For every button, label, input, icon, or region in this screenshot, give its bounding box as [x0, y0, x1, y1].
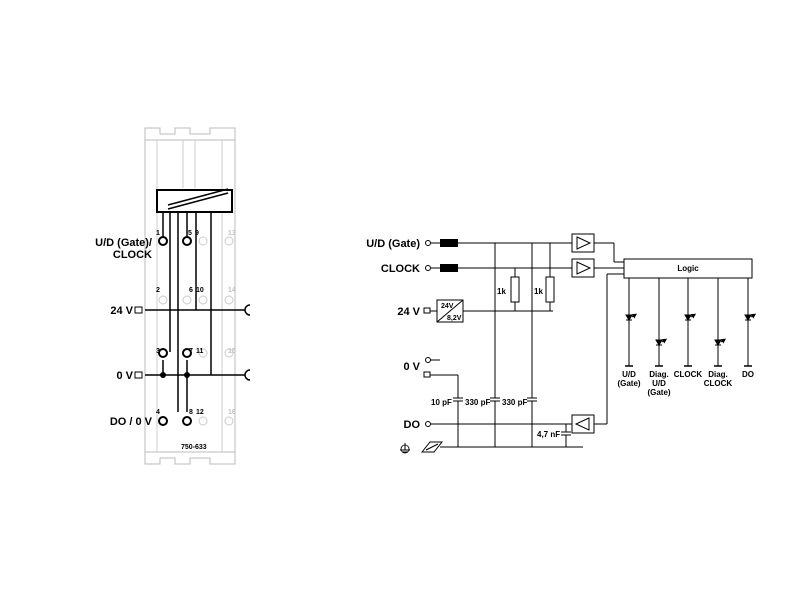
terminal-number-3: 3	[156, 348, 160, 355]
terminal-number-8: 8	[189, 409, 193, 416]
led-diag-ud-label-3: (Gate)	[647, 388, 670, 397]
terminal-1	[158, 236, 168, 246]
terminal-number-10: 10	[196, 287, 204, 294]
sch-label-0v: 0 V	[403, 361, 420, 373]
resistor-2	[545, 276, 555, 303]
logic-label: Logic	[677, 264, 699, 273]
ferrite-bead-ud	[440, 239, 458, 247]
label-ud-gate-clock-1: U/D (Gate)/	[95, 237, 152, 249]
converter-out-label: 8,2V	[447, 315, 462, 322]
label-ud-gate-clock-2: CLOCK	[113, 249, 152, 261]
terminal-5	[182, 236, 192, 246]
terminal-number-7: 7	[189, 348, 193, 355]
terminal-7	[182, 348, 192, 358]
cap-330pf-2: 330 pF	[502, 398, 527, 407]
resistor-1-value: 1k	[497, 287, 506, 296]
terminal-3	[158, 348, 168, 358]
led-do-label: DO	[742, 370, 754, 379]
terminal-number-14: 14	[228, 287, 236, 294]
terminal-number-16: 16	[228, 409, 236, 416]
terminal-8	[182, 416, 192, 426]
terminal-number-15: 15	[228, 348, 236, 355]
led-ud-gate-label-1: U/D	[622, 370, 636, 379]
sch-label-ud-gate: U/D (Gate)	[366, 238, 420, 250]
led-diag-ud-label-1: Diag.	[649, 370, 669, 379]
module-housing	[144, 139, 236, 453]
terminal-number-4: 4	[156, 409, 160, 416]
terminal-number-13: 13	[228, 230, 236, 237]
top-connector-outline	[144, 127, 236, 140]
led-ud-gate-label-2: (Gate)	[617, 379, 640, 388]
resistor-1	[510, 276, 520, 303]
ferrite-bead-clock	[440, 264, 458, 272]
terminal-number-12: 12	[196, 409, 204, 416]
led-diag-clock-label-1: Diag.	[708, 370, 728, 379]
resistor-2-value: 1k	[534, 287, 543, 296]
cap-4-7nf: 4,7 nF	[537, 430, 560, 439]
terminal-number-2: 2	[156, 287, 160, 294]
label-24v: 24 V	[110, 305, 133, 317]
terminal-4	[158, 416, 168, 426]
led-diag-ud-label-2: U/D	[652, 379, 666, 388]
schematic: U/D (Gate) CLOCK 24 V 0 V DO 24V 8,2V 1k	[366, 233, 757, 454]
terminal-number-11: 11	[196, 348, 204, 355]
shield-contact-icon	[420, 441, 444, 453]
cap-330pf-1: 330 pF	[465, 398, 490, 407]
converter-in-label: 24V	[441, 303, 454, 310]
label-0v: 0 V	[116, 370, 133, 382]
part-number: 750-633	[181, 444, 207, 451]
label-do-0v: DO / 0 V	[110, 416, 153, 428]
terminal-number-6: 6	[189, 287, 193, 294]
led-diag-clock-label-2: CLOCK	[704, 379, 733, 388]
terminal-number-5: 5	[188, 230, 192, 237]
led-clock-label: CLOCK	[674, 370, 703, 379]
terminal-number-9: 9	[195, 230, 199, 237]
terminal-number-1: 1	[156, 230, 160, 237]
sch-label-clock: CLOCK	[381, 263, 420, 275]
cap-10pf: 10 pF	[431, 398, 452, 407]
ground-icon	[400, 443, 410, 454]
terminal-module: 1 5 9 13 2 6 10 14 3 7 11 15 4 8 12 16 7…	[95, 127, 251, 465]
bottom-connector-outline	[144, 452, 236, 465]
sch-label-do: DO	[404, 419, 421, 431]
sch-label-24v: 24 V	[397, 306, 420, 318]
